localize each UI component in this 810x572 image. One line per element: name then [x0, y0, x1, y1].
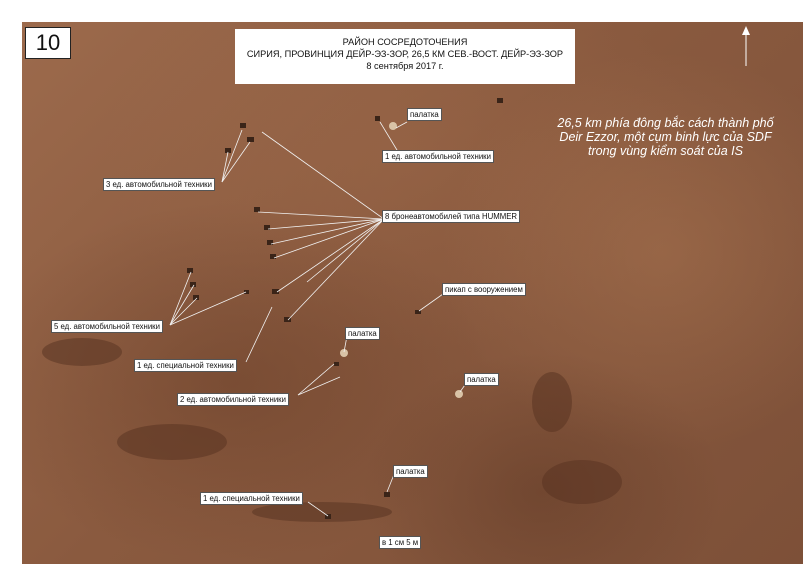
caption-line-2: Deir Ezzor, một cụm binh lực của SDF	[559, 130, 772, 144]
label-vehicle-1: 1 ед. автомобильной техники	[382, 150, 494, 163]
label-vehicles-5: 5 ед. автомобильной техники	[51, 320, 163, 333]
tent-marks	[340, 122, 463, 398]
label-vehicles-2: 2 ед. автомобильной техники	[177, 393, 289, 406]
map-overlay	[42, 98, 622, 522]
title-box: РАЙОН СОСРЕДОТОЧЕНИЯ СИРИЯ, ПРОВИНЦИЯ ДЕ…	[235, 29, 575, 84]
title-line-2: СИРИЯ, ПРОВИНЦИЯ ДЕЙР-ЭЗ-ЗОР, 26,5 КМ СЕ…	[246, 49, 564, 59]
leader-lines	[169, 121, 468, 517]
label-special-1b: 1 ед. специальной техники	[200, 492, 303, 505]
label-tent-4: палатка	[393, 465, 428, 478]
title-line-3: 8 сентября 2017 г.	[366, 61, 444, 71]
scale-label: в 1 см 5 м	[379, 536, 422, 549]
label-vehicles-3: 3 ед. автомобильной техники	[103, 178, 215, 191]
label-hummer-8: 8 бронеавтомобилей типа HUMMER	[382, 210, 521, 223]
caption: 26,5 km phía đông bắc cách thành phố Dei…	[528, 116, 803, 158]
label-pickup: пикап с вооружением	[442, 283, 526, 296]
terrain-marks	[42, 338, 622, 522]
caption-line-1: 26,5 km phía đông bắc cách thành phố	[557, 116, 774, 130]
caption-line-3: trong vùng kiểm soát của IS	[588, 144, 743, 158]
slide-number: 10	[25, 27, 71, 59]
label-special-1a: 1 ед. специальной техники	[134, 359, 237, 372]
label-tent-3: палатка	[464, 373, 499, 386]
vehicle-marks	[187, 98, 503, 519]
satellite-image: 10 РАЙОН СОСРЕДОТОЧЕНИЯ СИРИЯ, ПРОВИНЦИЯ…	[22, 22, 803, 564]
north-arrow-icon	[742, 26, 750, 66]
label-tent-1: палатка	[407, 108, 442, 121]
label-tent-2: палатка	[345, 327, 380, 340]
title-line-1: РАЙОН СОСРЕДОТОЧЕНИЯ	[342, 37, 468, 47]
